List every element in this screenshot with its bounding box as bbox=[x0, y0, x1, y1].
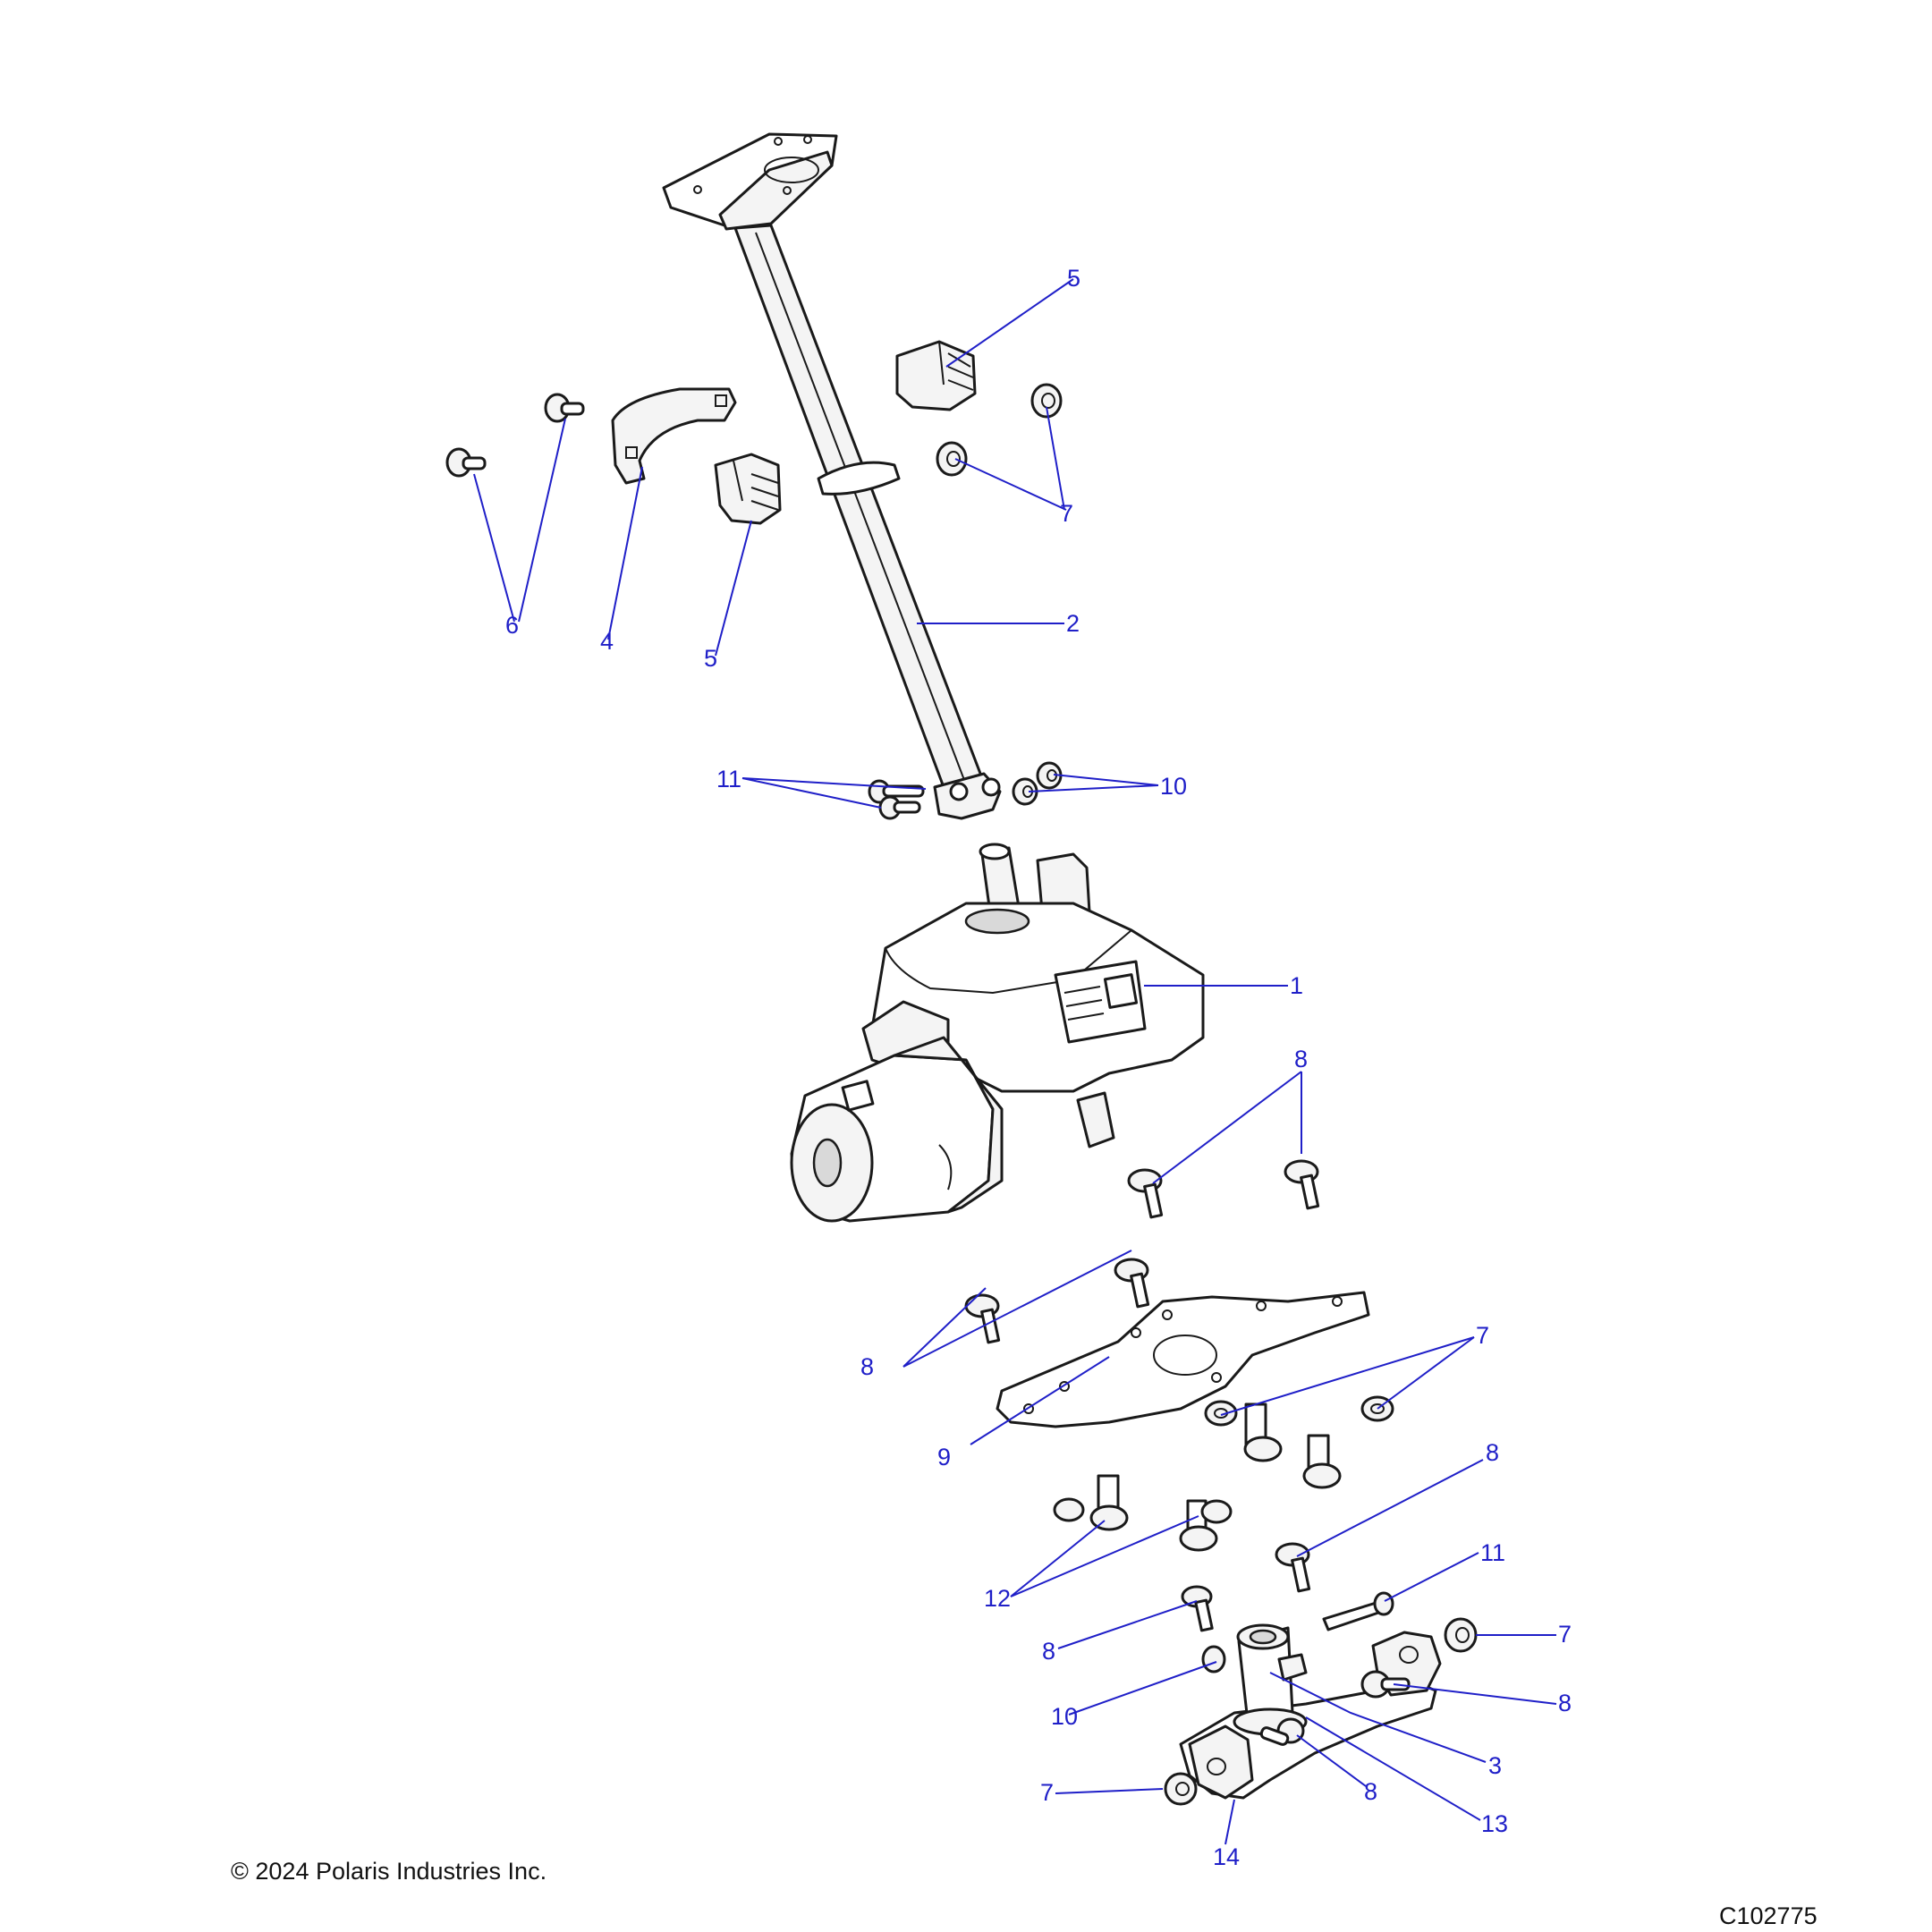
bolt-long-a-part bbox=[1243, 1402, 1283, 1462]
callout-7-lower-left: 7 bbox=[1040, 1779, 1054, 1806]
spacer-12a-part bbox=[1053, 1474, 1129, 1531]
nut-7c-part bbox=[1204, 1400, 1238, 1427]
callout-8-middle: 8 bbox=[860, 1353, 874, 1380]
callout-1: 1 bbox=[1290, 972, 1303, 999]
callout-8-lower-right: 8 bbox=[1558, 1690, 1572, 1716]
callout-8-left-lower: 8 bbox=[1042, 1638, 1055, 1665]
callout-10-lower: 10 bbox=[1051, 1703, 1078, 1730]
bolt-11b-part bbox=[878, 795, 921, 820]
bolt-8b-part bbox=[1284, 1159, 1320, 1210]
callout-5-lower: 5 bbox=[704, 645, 717, 672]
callout-3: 3 bbox=[1488, 1752, 1502, 1779]
callout-13: 13 bbox=[1481, 1810, 1508, 1837]
bolt-8c-part bbox=[964, 1293, 1001, 1344]
callout-5-upper: 5 bbox=[1067, 265, 1080, 292]
bolt-8f-part bbox=[1181, 1585, 1214, 1632]
mounting-plate-part bbox=[996, 1291, 1370, 1428]
callout-2: 2 bbox=[1066, 610, 1080, 637]
bolt-8a-part bbox=[1127, 1168, 1164, 1219]
bolt-6a-part bbox=[445, 447, 487, 478]
callout-labels: 1 2 3 4 5 5 6 7 7 7 7 8 8 8 8 8 8 9 10 1… bbox=[505, 265, 1572, 1870]
clamp-part bbox=[611, 387, 737, 485]
spacer-12b-part bbox=[1179, 1499, 1233, 1552]
bushing-lower-part bbox=[714, 453, 782, 525]
callout-8-upper: 8 bbox=[1294, 1046, 1308, 1072]
bolt-11-lower-part bbox=[1322, 1591, 1394, 1631]
nut-7b-part bbox=[936, 441, 968, 477]
power-steering-unit-part bbox=[790, 843, 1205, 1223]
callout-6: 6 bbox=[505, 612, 519, 639]
callout-10-upper: 10 bbox=[1160, 773, 1187, 800]
callout-11-upper: 11 bbox=[716, 766, 741, 792]
figure-id: C102775 bbox=[1719, 1902, 1818, 1929]
callout-9: 9 bbox=[937, 1444, 951, 1470]
leader-lines bbox=[473, 278, 1557, 1845]
callout-7-top: 7 bbox=[1060, 500, 1073, 527]
callout-7-middle: 7 bbox=[1476, 1322, 1489, 1349]
callout-4: 4 bbox=[600, 628, 614, 655]
callout-12: 12 bbox=[984, 1585, 1011, 1612]
callout-8-bottom: 8 bbox=[1364, 1778, 1377, 1805]
callout-8-right: 8 bbox=[1486, 1439, 1499, 1466]
bolt-long-b-part bbox=[1302, 1434, 1342, 1489]
callout-11-lower: 11 bbox=[1480, 1539, 1505, 1566]
callout-14: 14 bbox=[1213, 1843, 1240, 1870]
nut-7a-part bbox=[1030, 383, 1063, 419]
nut-7-lower-left-part bbox=[1164, 1772, 1198, 1806]
copyright-notice: © 2024 Polaris Industries Inc. bbox=[231, 1858, 547, 1885]
nut-10-lower-part bbox=[1201, 1645, 1226, 1674]
nut-7-lower-right-part bbox=[1444, 1617, 1478, 1653]
callout-7-lower-right: 7 bbox=[1558, 1621, 1572, 1648]
bushing-upper-part bbox=[895, 340, 977, 411]
coupler-part bbox=[1233, 1623, 1308, 1736]
bolt-8d-part bbox=[1114, 1258, 1150, 1309]
bolt-6b-part bbox=[544, 393, 585, 423]
bolt-8-lower-right-part bbox=[1360, 1670, 1411, 1699]
bolt-8-lower-mid-part bbox=[1259, 1717, 1305, 1746]
steering-shaft-part bbox=[662, 132, 1002, 820]
bolt-8e-part bbox=[1275, 1542, 1311, 1593]
